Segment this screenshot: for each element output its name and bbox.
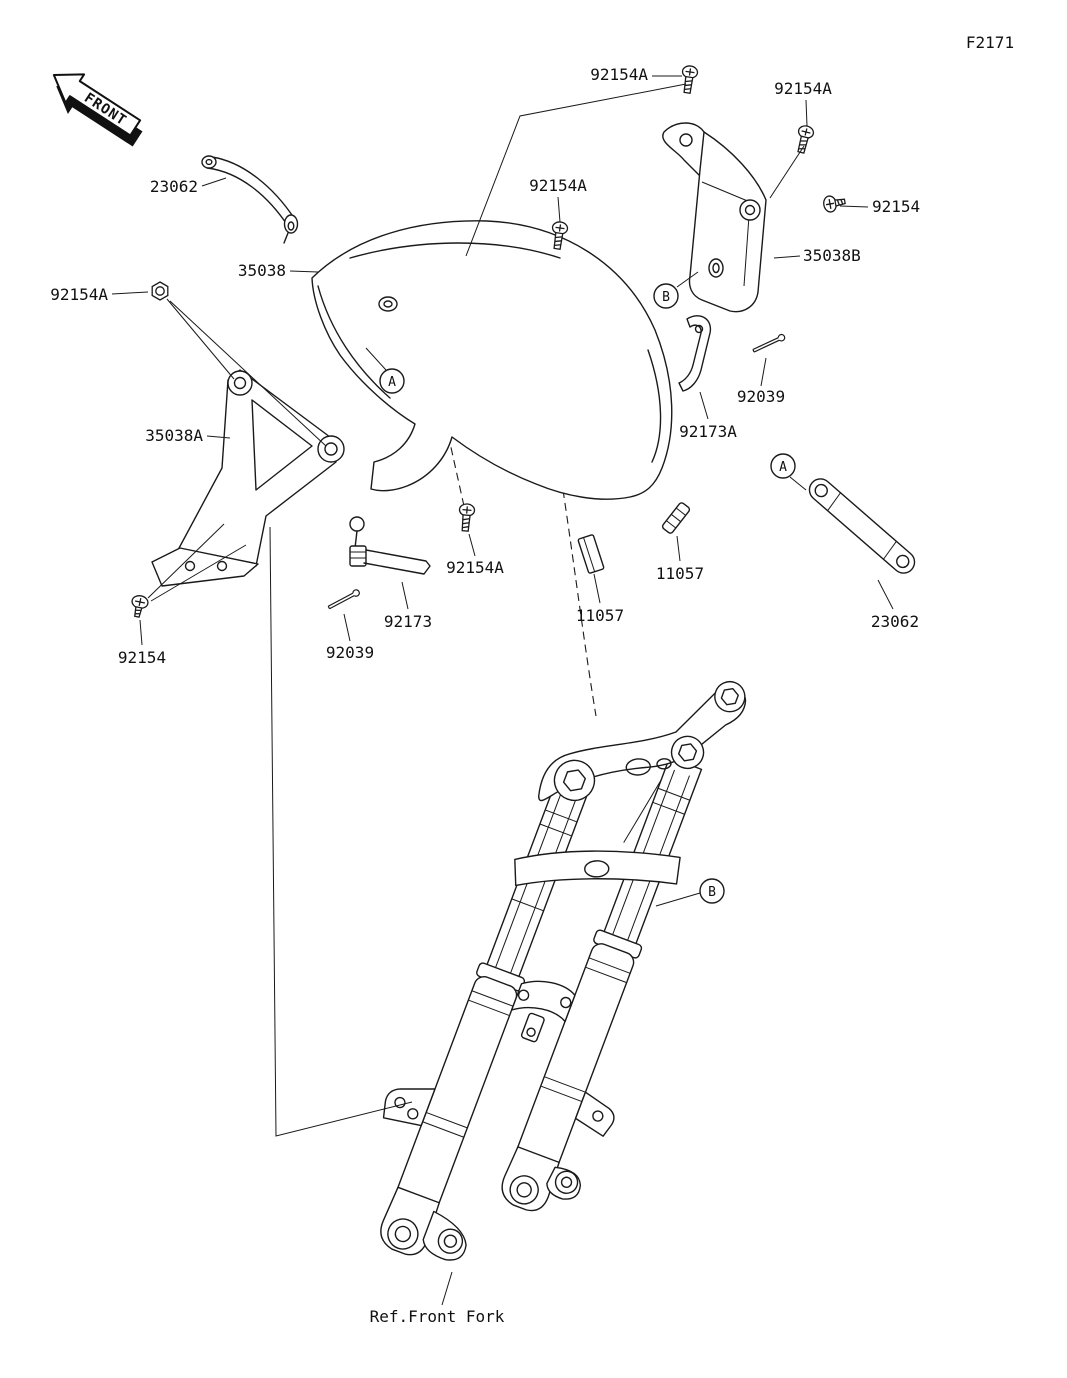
front-arrow: FRONT [52, 73, 143, 147]
part-label-35038: 35038 [238, 261, 286, 280]
fork-assembly-drawing [380, 680, 747, 1261]
part-label-11057-right: 11057 [656, 564, 704, 583]
damper-center-drawing [577, 534, 605, 574]
part-label-92154a-mid-top: 92154A [529, 176, 587, 195]
screw-92154-right-icon [821, 192, 847, 214]
part-label-92173: 92173 [384, 612, 432, 631]
part-label-23062-right: 23062 [871, 612, 919, 631]
part-label-35038b: 35038B [803, 246, 861, 265]
part-label-92154a-center: 92154A [446, 558, 504, 577]
svg-text:A: A [388, 375, 396, 390]
fender-drawing [311, 220, 673, 500]
stay-left-drawing [201, 155, 299, 244]
band-upper-right-drawing [678, 315, 712, 392]
nut-92154a-left-icon [151, 281, 169, 301]
screw-92154a-top-icon [679, 64, 699, 95]
pin-upper-right-icon [751, 332, 787, 355]
screw-92154-lower-left-icon [128, 593, 150, 619]
callout-a-stay: A [770, 453, 796, 479]
part-label-35038a: 35038A [145, 426, 203, 445]
part-label-92154a-top: 92154A [590, 65, 648, 84]
svg-text:A: A [779, 460, 787, 475]
part-label-23062-left: 23062 [150, 177, 198, 196]
bracket-right-drawing [662, 122, 767, 313]
screw-92154a-upper-right-icon [792, 123, 816, 155]
part-label-92173a: 92173A [679, 422, 737, 441]
screw-92154a-center-icon [457, 502, 476, 533]
pin-lower-left-icon [326, 588, 362, 611]
part-label-92039-left: 92039 [326, 643, 374, 662]
part-label-92154a-upper-right: 92154A [774, 79, 832, 98]
callout-a-fender: A [379, 368, 405, 394]
part-label-92154-left: 92154 [118, 648, 166, 667]
part-label-92154-right: 92154 [872, 197, 920, 216]
svg-text:B: B [662, 290, 670, 305]
part-label-11057-center: 11057 [576, 606, 624, 625]
svg-text:B: B [708, 885, 716, 900]
band-lower-left-drawing [349, 516, 431, 575]
stay-right-drawing [808, 478, 916, 574]
damper-right-drawing [661, 502, 691, 534]
bracket-left-drawing [151, 369, 345, 587]
figure-code: F2171 [966, 33, 1014, 52]
ref-front-fork-label: Ref.Front Fork [370, 1307, 505, 1326]
part-label-92154a-left: 92154A [50, 285, 108, 304]
leader-lines [111, 75, 894, 1306]
callout-b-bracket: B [653, 283, 679, 309]
part-label-92039-right: 92039 [737, 387, 785, 406]
callout-b-fork: B [699, 878, 725, 904]
